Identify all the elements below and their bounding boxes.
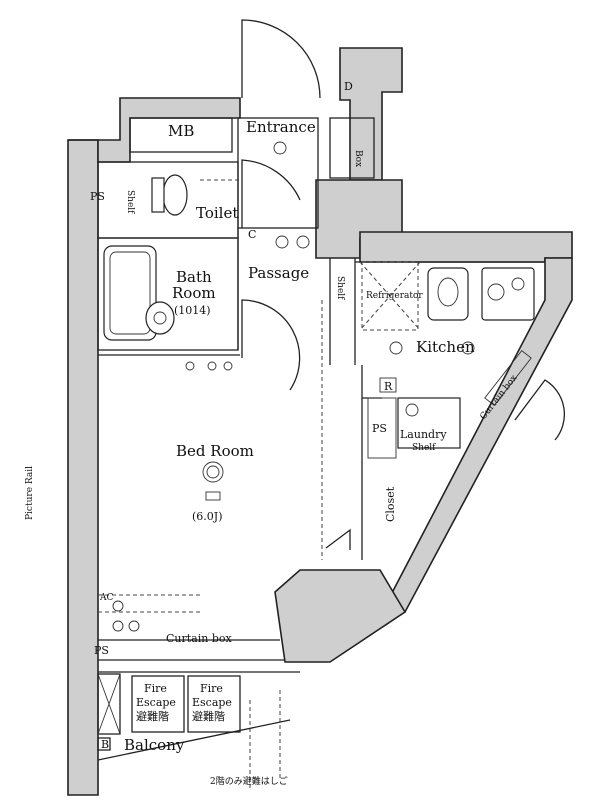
- refrigerator-label: Refrigerator: [366, 291, 423, 301]
- fire-escape-2-jp: 避難階: [192, 709, 225, 723]
- washbasin: [145, 301, 175, 335]
- toilet-fixture: [151, 174, 188, 216]
- shelf-passage-label: Shelf: [335, 276, 345, 300]
- room-label: Room: [172, 284, 216, 302]
- mb-label: MB: [168, 122, 194, 140]
- ac-label: AC: [99, 593, 113, 603]
- fire-escape-1-line1: Fire: [144, 682, 167, 695]
- sink: [427, 267, 469, 321]
- closet-label: Closet: [384, 486, 397, 522]
- picture-rail-label: Picture Rail: [25, 466, 35, 520]
- c-mark: C: [248, 228, 256, 241]
- balcony-mark: B: [101, 738, 109, 751]
- ps-top-label: PS: [90, 190, 105, 203]
- d-mark: D: [344, 80, 353, 93]
- doors: [241, 19, 565, 550]
- fire-escape-1-line2: Escape: [136, 696, 176, 709]
- box-label: Box: [353, 150, 363, 167]
- exterior-walls: [67, 47, 573, 796]
- bathtub: [103, 245, 157, 341]
- laundry-shelf-label: Shelf: [412, 443, 436, 453]
- toilet-label: Toilet: [196, 204, 238, 222]
- ceiling-lights: [112, 141, 475, 632]
- entrance-label: Entrance: [246, 118, 316, 136]
- ps-kitchen-label: PS: [372, 422, 387, 435]
- fire-escape-2-line1: Fire: [200, 682, 223, 695]
- balcony-area: [97, 673, 291, 761]
- interior-walls: [97, 117, 545, 673]
- passage-label: Passage: [248, 264, 309, 282]
- balcony-label: Balcony: [124, 736, 185, 754]
- bath-size-label: (1014): [174, 304, 211, 317]
- bath-label: Bath: [176, 268, 212, 286]
- stove: [481, 267, 535, 321]
- fire-escape-1-jp: 避難階: [136, 709, 169, 723]
- kitchen-label: Kitchen: [416, 338, 475, 356]
- bottom-note: 2階のみ避難はしご: [210, 775, 288, 787]
- r-mark: R: [384, 380, 393, 393]
- fire-escape-2-line2: Escape: [192, 696, 232, 709]
- curtain-box-bottom-label: Curtain box: [166, 632, 233, 645]
- ps-bottom-label: PS: [94, 644, 109, 657]
- bedroom-label: Bed Room: [176, 442, 254, 460]
- bedroom-size-label: (6.0J): [192, 510, 223, 523]
- laundry-area: [397, 397, 461, 449]
- dashed-lines: [98, 179, 421, 790]
- laundry-label: Laundry: [400, 428, 447, 441]
- curtain-box-right: [484, 350, 532, 406]
- shelf-toilet-label: Shelf: [125, 190, 135, 214]
